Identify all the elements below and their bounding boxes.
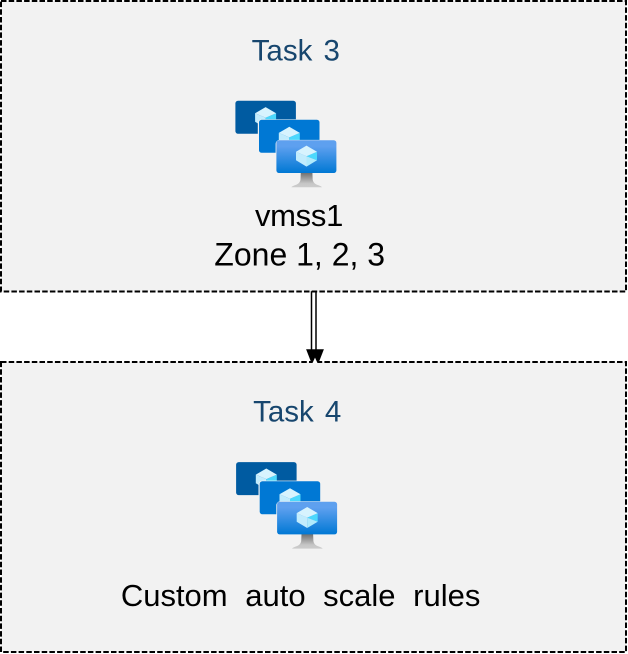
svg-text:Zone 1, 2, 3: Zone 1, 2, 3: [214, 236, 385, 272]
svg-text:Task 4: Task 4: [253, 396, 341, 429]
svg-text:Task 3: Task 3: [252, 35, 340, 68]
svg-text:Custom auto scale rules: Custom auto scale rules: [121, 578, 481, 613]
svg-text:vmss1: vmss1: [255, 198, 343, 233]
